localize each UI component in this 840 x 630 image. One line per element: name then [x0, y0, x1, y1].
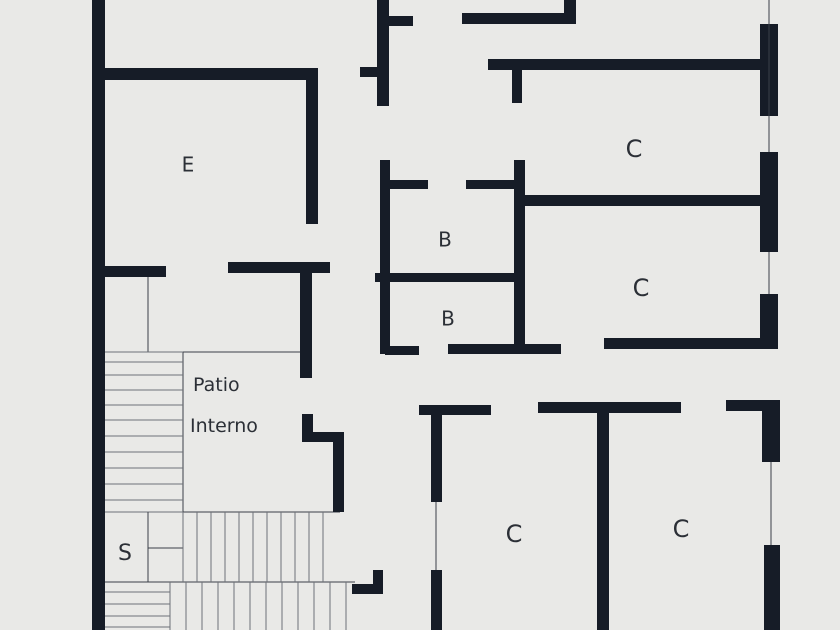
stair-s-label: S: [118, 541, 132, 566]
staircase-left-run: [105, 351, 183, 513]
top-central-wall-v: [377, 0, 389, 106]
room-e-right-wall: [306, 68, 318, 224]
stair-end-wall-v: [373, 570, 383, 594]
lower-c-top-wall-a: [419, 405, 491, 415]
room-e-label: E: [182, 153, 195, 177]
upper-c-bottom-wall: [522, 195, 772, 206]
room-b-upper-label: B: [438, 228, 452, 252]
lower-c-top-wall-c: [726, 400, 780, 411]
bath-right-wall: [514, 160, 525, 354]
right-exterior-wall-d: [762, 400, 780, 462]
mid-left-wall-b: [228, 262, 330, 273]
stair-end-wall-h: [352, 584, 383, 594]
room-c-middle-label: C: [633, 274, 650, 302]
staircase-middle-run: [182, 512, 324, 582]
room-e-top-wall: [100, 68, 318, 80]
left-exterior-wall: [92, 0, 105, 630]
room-c-lower-left-label: C: [506, 520, 523, 548]
lower-c-left-wall-a: [431, 405, 442, 502]
lower-c-divider-wall: [597, 402, 609, 630]
bath-divider-wall: [375, 273, 520, 282]
right-exterior-wall-c: [760, 294, 778, 346]
bath-bottom-wall-a: [385, 346, 419, 355]
lower-c-left-wall-b: [431, 570, 442, 630]
patio-right-wall-upper: [302, 414, 313, 440]
top-central-wall-stub: [384, 16, 413, 26]
mid-left-vertical-wall: [300, 262, 312, 378]
top-wall-segment-corner: [564, 0, 576, 24]
lower-c-top-wall-b: [538, 402, 681, 413]
mid-left-wall-a: [100, 266, 166, 277]
bath-left-wall: [380, 160, 390, 354]
right-exterior-wall-e: [764, 545, 780, 630]
patio-right-wall-jog: [302, 432, 344, 442]
bath-top-wall-b: [466, 180, 518, 189]
top-wall-segment: [462, 13, 576, 24]
staircase-bottom-run: [105, 582, 347, 630]
room-c-lower-right-label: C: [673, 515, 690, 543]
right-exterior-wall-b: [760, 152, 778, 252]
patio-label-line1: Patio: [193, 374, 240, 396]
upper-c-top-wall: [488, 59, 770, 70]
bath-bottom-wall-b: [448, 344, 561, 354]
room-c-upper-label: C: [626, 135, 643, 163]
room-b-lower-label: B: [441, 307, 455, 331]
top-central-wall-jog: [360, 67, 385, 77]
patio-label-line2: Interno: [190, 415, 258, 437]
patio-right-wall-lower: [333, 432, 344, 512]
upper-c-door-jamb: [512, 59, 522, 103]
bath-top-wall-a: [385, 180, 428, 189]
middle-c-bottom-wall: [604, 338, 778, 349]
